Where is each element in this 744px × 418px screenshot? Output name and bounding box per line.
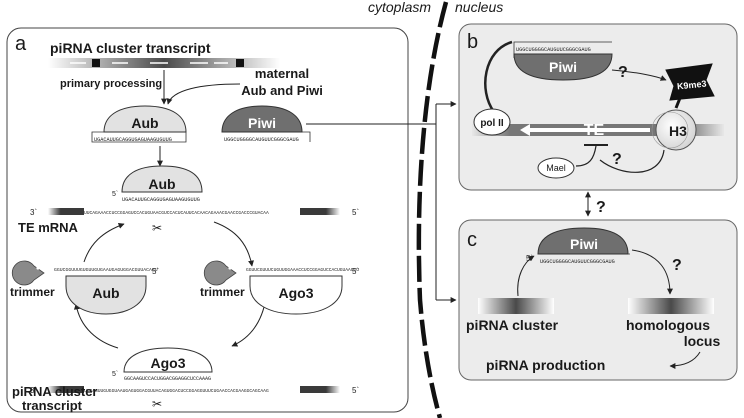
svg-text:Piwi: Piwi <box>549 59 577 75</box>
svg-text:Piwi: Piwi <box>570 236 598 252</box>
panel-b-letter: b <box>467 31 478 53</box>
homologous-label: homologous <box>626 317 710 333</box>
te-mrna-5prime: 5` <box>352 208 359 217</box>
ago3-bottom-5prime: 5` <box>112 371 118 378</box>
trimmer-icon-right <box>203 260 237 286</box>
aub-top-rna-line <box>91 131 187 143</box>
scissors-icon-top: ✂ <box>152 221 162 235</box>
svg-text:Ago3: Ago3 <box>151 355 186 371</box>
te-mrna-bar-right <box>300 208 340 215</box>
piwi-a-rna-line <box>222 131 311 142</box>
aub-center-seq: UGACAUUGCAGGUGAGUAAGUGUUG <box>122 197 200 203</box>
ago3-protein-bottom: Ago3 <box>123 347 213 373</box>
piwi-protein-c: Piwi <box>537 227 629 255</box>
svg-text:K9me3: K9me3 <box>676 79 706 92</box>
svg-text:Aub: Aub <box>92 285 119 301</box>
trim-left-5prime: 5` <box>152 267 159 276</box>
cytoplasm-label: cytoplasm <box>368 0 431 15</box>
cluster-to-piwi-arrow <box>517 255 535 297</box>
homologous-locus-bar <box>628 298 714 314</box>
mael-ellipse: Mael <box>537 157 575 179</box>
pol2-ellipse: pol II <box>473 108 511 136</box>
svg-text:Mael: Mael <box>546 163 566 173</box>
piwi-c-seq: UGGCUGGGGCAUGUUCGGGCGAUG <box>540 259 615 265</box>
locus-label: locus <box>684 333 721 349</box>
trim-left-seq: GGUCGGUUUGUGUUGUGAAUGAGUGGACGUUACAGU <box>54 267 158 273</box>
cluster-bottom-label-2: transcript <box>22 398 83 413</box>
cluster-locus-bar-c <box>478 298 554 314</box>
cluster-bottom-bar <box>48 386 84 393</box>
q-piwi-k9me3: ? <box>618 64 628 81</box>
panel-a-letter: a <box>15 33 27 55</box>
scissors-icon-bottom: ✂ <box>152 397 162 411</box>
svg-text:Piwi: Piwi <box>248 115 276 131</box>
trim-right-seq: GGUUCGUUUCUGUUGGAAACCUCCGGAGUCCACUGUAACG… <box>246 267 359 273</box>
maternal-aub-piwi-label: Aub and Piwi <box>241 83 323 98</box>
primary-processing-label: primary processing <box>60 78 162 90</box>
svg-text:Ago3: Ago3 <box>279 285 314 301</box>
aub-protein-left: Aub <box>65 275 147 315</box>
te-mrna-bar <box>48 208 84 215</box>
piwi-b-seq: UGGCUGGGGCAUGUUCGGGCGAUG <box>516 47 591 53</box>
cluster-bottom-bar-right <box>300 386 340 393</box>
te-label: TE <box>584 122 605 139</box>
ago3-bottom-seq: GGCAAGUCCACUGGACGGAGGCUCCAAAG <box>124 376 211 382</box>
cluster-transcript-title: piRNA cluster transcript <box>50 40 211 56</box>
trim-right-5prime: 5` <box>352 267 359 276</box>
svg-text:Aub: Aub <box>131 115 158 131</box>
cluster-bottom-3prime: 3` <box>30 386 37 395</box>
cycle-arrow-to-aub-left <box>73 303 119 349</box>
cycle-arrow-to-ago3-right <box>213 221 254 267</box>
cluster-transcript-bar <box>48 58 280 68</box>
cluster-bottom-seq: UUCAGUUGUGGUAAUGAGUGGACGUUACAGUGGACUCCGG… <box>84 388 269 394</box>
nuclear-membrane <box>416 1 449 418</box>
h3-to-mael-loop <box>599 149 665 173</box>
te-mrna-3prime: 3` <box>30 208 37 217</box>
cycle-arrow-to-aub-center <box>83 223 125 263</box>
svg-text:pol II: pol II <box>480 118 504 129</box>
piwi-protein-b: Piwi <box>513 53 613 81</box>
aub-top-seq: UGACAUUGCAGGUGAGUAAGUGUUG <box>94 137 172 143</box>
cluster-label-c: piRNA cluster <box>466 317 559 333</box>
h3-nucleosome: H3 <box>651 109 697 151</box>
mael-inhibition <box>575 145 597 167</box>
piwi-protein-a: Piwi <box>221 105 303 133</box>
piwi-b-rna-line <box>513 41 612 58</box>
trimmer-label-right: trimmer <box>200 285 245 299</box>
trimmer-label-left: trimmer <box>10 285 55 299</box>
pirna-production-label: piRNA production <box>486 357 605 373</box>
nucleus-label: nucleus <box>455 0 503 15</box>
maternal-label: maternal <box>255 66 309 81</box>
aub-protein-center: Aub <box>121 165 203 193</box>
te-white-arrowhead <box>520 124 530 136</box>
svg-text:H3: H3 <box>669 123 687 139</box>
piwi-to-homologous-arrow <box>631 249 673 295</box>
trimmer-icon-left <box>11 260 45 286</box>
ago3-protein-right: Ago3 <box>249 275 343 315</box>
homologous-to-production-arrow <box>669 351 701 369</box>
center-5prime: 5` <box>112 191 118 198</box>
maternal-arrow <box>166 83 241 105</box>
piwi-a-seq: UGGCUGGGGCAUGUUCGGGCGAUG <box>224 137 299 143</box>
k9me3-stem <box>674 97 682 109</box>
aub-protein-top: Aub <box>103 105 187 133</box>
cluster-bottom-label: piRNA cluster <box>12 384 97 399</box>
cluster-bottom-5prime: 5` <box>352 386 359 395</box>
q-mael: ? <box>612 151 622 168</box>
te-mrna-seq: UUCAGAAACCUCCGGAGUCCACUGUAACGUCCACUCAUUC… <box>84 210 269 216</box>
pol2-nascent-rna <box>484 40 513 113</box>
svg-text:Aub: Aub <box>148 176 175 192</box>
q-b-c-link: ? <box>596 199 606 216</box>
k9me3-mark: K9me3 <box>665 63 715 101</box>
piwi-to-k9me3-arrow <box>611 69 667 81</box>
panel-c-letter: c <box>467 229 477 251</box>
q-homologous: ? <box>672 257 682 274</box>
te-mrna-label: TE mRNA <box>18 220 79 235</box>
